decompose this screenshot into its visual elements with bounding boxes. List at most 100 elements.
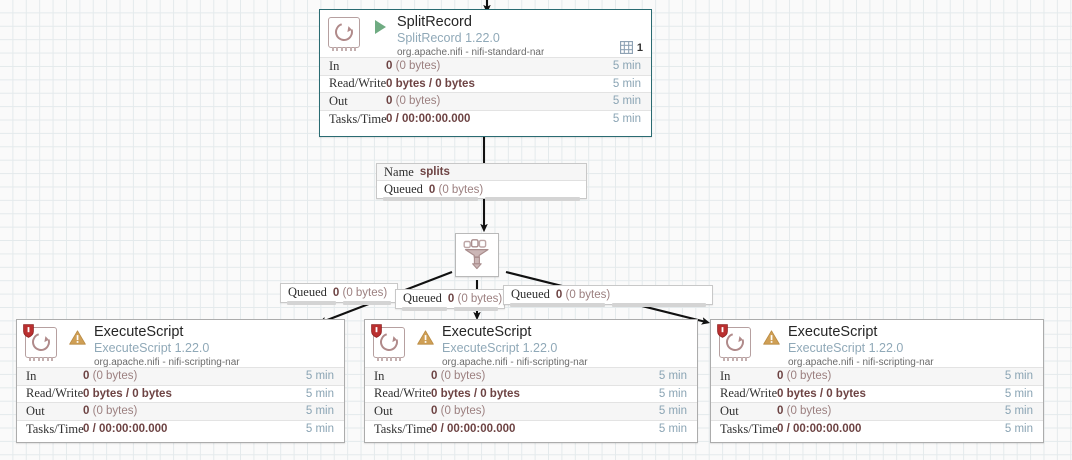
stat-label: Tasks/Time	[374, 421, 432, 436]
processor-icon-wrap	[328, 17, 362, 51]
stat-time: 5 min	[658, 405, 687, 418]
processor-icon-wrap	[371, 324, 407, 361]
stat-time: 5 min	[612, 77, 641, 90]
processor-titles: SplitRecord SplitRecord 1.22.0 org.apach…	[397, 15, 544, 59]
stat-label: Out	[720, 403, 739, 418]
connection-queued-key: Queued	[511, 287, 550, 301]
processor-bundle: org.apache.nifi - nifi-scripting-nar	[94, 357, 240, 368]
run-status-warning-icon[interactable]	[414, 330, 436, 345]
funnel-node[interactable]	[455, 233, 499, 277]
active-threads-icon	[619, 41, 633, 54]
stat-label: Tasks/Time	[720, 421, 778, 436]
connection-queued-line: Queued 0 (0 bytes)	[396, 290, 504, 307]
stat-label: Out	[329, 93, 348, 108]
stat-value: 0 (0 bytes)	[386, 95, 441, 108]
processor-titles: ExecuteScript ExecuteScript 1.22.0 org.a…	[788, 325, 934, 369]
stat-row: Read/Write 0 bytes / 0 bytes 5 min	[711, 384, 1043, 403]
stat-time: 5 min	[305, 387, 334, 400]
stat-value: 0 bytes / 0 bytes	[83, 387, 172, 400]
processor-name: ExecuteScript	[94, 325, 184, 340]
stat-time: 5 min	[658, 370, 687, 383]
connection-queued-key: Queued	[403, 291, 442, 305]
restricted-shield-icon	[371, 324, 382, 338]
connection-label-queued-right[interactable]: Queued 0 (0 bytes)	[503, 285, 713, 307]
stat-row: Tasks/Time 0 / 00:00:00.000 5 min	[711, 419, 1043, 438]
stat-time: 5 min	[1004, 370, 1033, 383]
connection-queued-value: 0 (0 bytes)	[332, 286, 388, 299]
stat-value: 0 / 00:00:00.000	[777, 423, 862, 436]
stat-value: 0 (0 bytes)	[777, 405, 832, 418]
stat-label: Out	[374, 403, 393, 418]
stat-value: 0 (0 bytes)	[777, 370, 832, 383]
connection-queued-value: 0 (0 bytes)	[428, 183, 484, 196]
stat-row: Read/Write 0 bytes / 0 bytes 5 min	[320, 74, 651, 93]
stat-row: Read/Write 0 bytes / 0 bytes 5 min	[17, 384, 344, 403]
stat-label: In	[720, 368, 731, 383]
connection-label-queued-left[interactable]: Queued 0 (0 bytes)	[280, 283, 398, 305]
processor-header: ExecuteScript ExecuteScript 1.22.0 org.a…	[17, 320, 344, 369]
stat-value: 0 (0 bytes)	[431, 405, 486, 418]
run-status-play-icon[interactable]	[369, 20, 391, 34]
stat-value: 0 (0 bytes)	[83, 370, 138, 383]
connection-meters	[402, 307, 498, 311]
stat-time: 5 min	[1004, 405, 1033, 418]
stat-time: 5 min	[612, 60, 641, 73]
connection-queued-line: Queued 0 (0 bytes)	[377, 181, 586, 198]
processor-header: ExecuteScript ExecuteScript 1.22.0 org.a…	[711, 320, 1043, 369]
processor-titles: ExecuteScript ExecuteScript 1.22.0 org.a…	[94, 325, 240, 369]
stat-row: Tasks/Time 0 / 00:00:00.000 5 min	[320, 109, 651, 128]
processor-executescript-left[interactable]: ExecuteScript ExecuteScript 1.22.0 org.a…	[16, 319, 345, 443]
stat-label: Tasks/Time	[26, 421, 84, 436]
processor-header: ExecuteScript ExecuteScript 1.22.0 org.a…	[365, 320, 697, 368]
stat-time: 5 min	[658, 423, 687, 436]
connection-name-line: Name splits	[377, 164, 586, 181]
processor-bundle: org.apache.nifi - nifi-scripting-nar	[442, 357, 588, 368]
processor-icon-wrap	[717, 324, 753, 361]
stat-row: In 0 (0 bytes) 5 min	[17, 367, 344, 385]
stat-value: 0 bytes / 0 bytes	[777, 387, 866, 400]
stat-time: 5 min	[612, 95, 641, 108]
processor-executescript-middle[interactable]: ExecuteScript ExecuteScript 1.22.0 org.a…	[364, 319, 698, 443]
connection-label-queued-middle[interactable]: Queued 0 (0 bytes)	[395, 289, 505, 311]
stat-label: Tasks/Time	[329, 111, 387, 126]
stat-time: 5 min	[1004, 387, 1033, 400]
queue-size-meter	[453, 307, 498, 311]
stat-label: In	[329, 58, 340, 73]
stat-value: 0 (0 bytes)	[386, 60, 441, 73]
queue-count-meter	[287, 301, 336, 305]
queue-count-meter	[383, 197, 478, 201]
processor-type: ExecuteScript 1.22.0	[442, 341, 558, 355]
stat-label: Read/Write	[26, 386, 84, 401]
stat-value: 0 bytes / 0 bytes	[386, 77, 475, 90]
active-thread-count: 1	[636, 41, 643, 54]
stat-row: Out 0 (0 bytes) 5 min	[711, 402, 1043, 420]
processor-bundle: org.apache.nifi - nifi-scripting-nar	[788, 357, 934, 368]
stat-row: Out 0 (0 bytes) 5 min	[320, 92, 651, 110]
stat-row: Tasks/Time 0 / 00:00:00.000 5 min	[17, 419, 344, 438]
connection-label-splits[interactable]: Name splits Queued 0 (0 bytes)	[376, 163, 587, 201]
connection-meters	[287, 301, 391, 305]
stat-value: 0 / 00:00:00.000	[431, 423, 516, 436]
stat-value: 0 (0 bytes)	[83, 405, 138, 418]
processor-splitrecord[interactable]: SplitRecord SplitRecord 1.22.0 org.apach…	[319, 9, 652, 137]
processor-type: ExecuteScript 1.22.0	[94, 341, 210, 355]
processor-executescript-right[interactable]: ExecuteScript ExecuteScript 1.22.0 org.a…	[710, 319, 1044, 443]
stat-time: 5 min	[305, 405, 334, 418]
processor-icon-wrap	[23, 324, 59, 361]
connection-meters	[510, 303, 706, 307]
queue-size-meter	[342, 301, 391, 305]
stat-value: 0 (0 bytes)	[431, 370, 486, 383]
stat-time: 5 min	[1004, 423, 1033, 436]
stat-row: In 0 (0 bytes) 5 min	[711, 367, 1043, 385]
funnel-icon	[463, 239, 489, 270]
queue-count-meter	[510, 303, 605, 307]
processor-type: ExecuteScript 1.22.0	[788, 341, 904, 355]
queue-count-meter	[402, 307, 447, 311]
run-status-warning-icon[interactable]	[66, 330, 88, 345]
connection-queued-key: Queued	[384, 182, 423, 196]
stat-value: 0 bytes / 0 bytes	[431, 387, 520, 400]
run-status-warning-icon[interactable]	[760, 330, 782, 345]
stat-label: Read/Write	[329, 76, 387, 91]
stat-row: In 0 (0 bytes) 5 min	[365, 367, 697, 385]
